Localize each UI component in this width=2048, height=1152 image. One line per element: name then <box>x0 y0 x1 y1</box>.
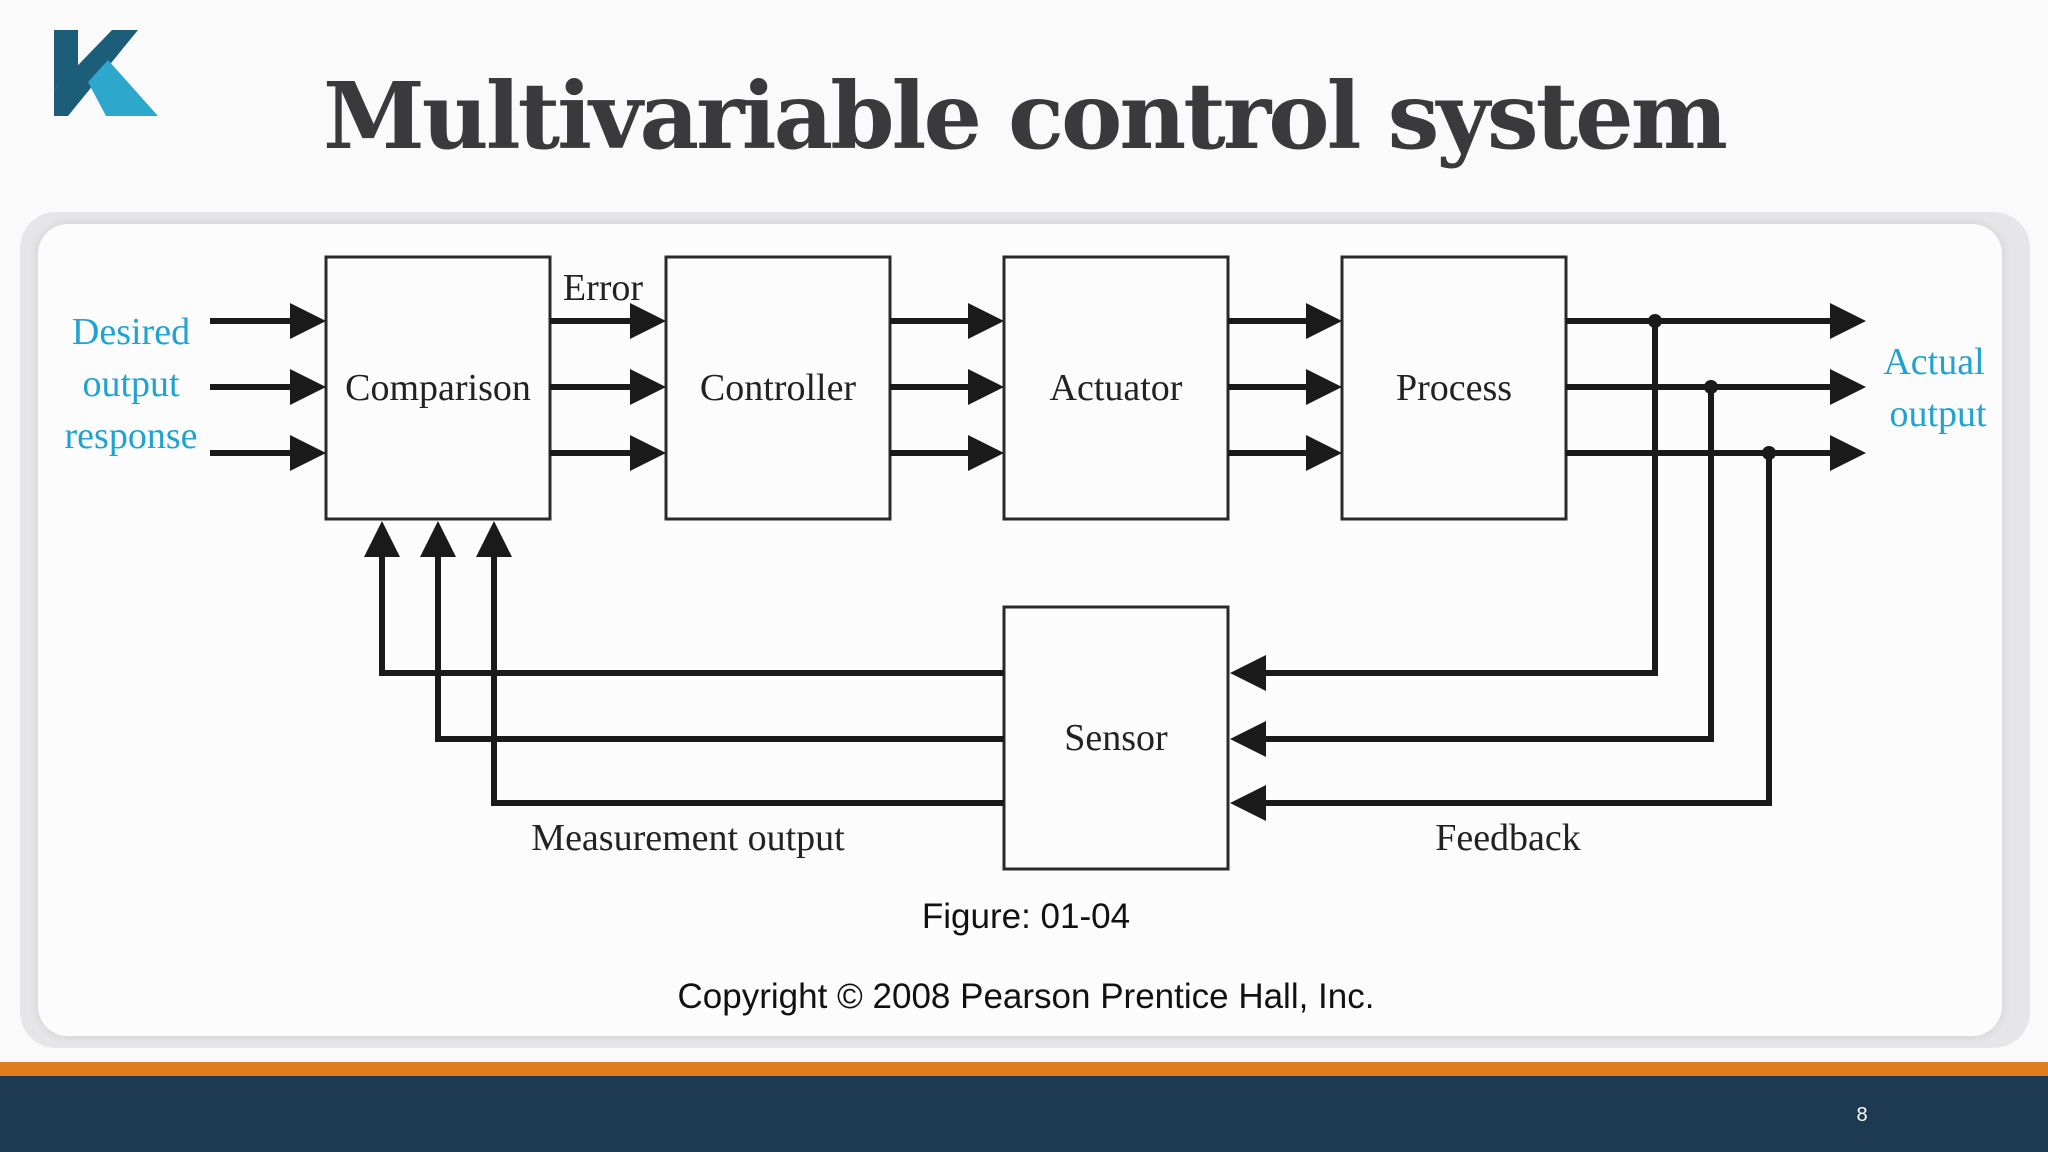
footer-bar <box>0 1076 2048 1152</box>
measurement-path-2 <box>420 521 1004 742</box>
takeoff-point-2 <box>1704 380 1718 394</box>
output-label: Actual output <box>1883 341 1987 435</box>
controller-label: Controller <box>700 367 857 409</box>
k-logo-icon <box>54 30 158 116</box>
feedback-label: Feedback <box>1435 817 1581 859</box>
comparison-label: Comparison <box>345 367 531 409</box>
takeoff-point-1 <box>1648 314 1662 328</box>
process-label: Process <box>1396 367 1512 409</box>
measurement-output-label: Measurement output <box>531 817 845 859</box>
page-number: 8 <box>1856 1104 1868 1126</box>
input-label-line-3: response <box>65 415 198 457</box>
figure-panel <box>38 224 2002 1036</box>
error-label: Error <box>563 267 644 309</box>
copyright-notice: Copyright © 2008 Pearson Prentice Hall, … <box>678 977 1375 1016</box>
accent-bar <box>0 1062 2048 1076</box>
takeoff-point-3 <box>1762 446 1776 460</box>
slide-title: Multivariable control system <box>322 62 1728 170</box>
measurement-path-1 <box>364 521 1004 676</box>
feedback-path-3 <box>1230 453 1772 821</box>
measurement-path-3 <box>476 521 1004 806</box>
input-label-line-2: output <box>82 363 180 405</box>
output-label-line-2: output <box>1889 393 1987 435</box>
sensor-label: Sensor <box>1064 717 1168 759</box>
input-label-line-1: Desired <box>72 311 190 353</box>
figure-caption: Figure: 01-04 <box>922 897 1130 936</box>
output-label-line-1: Actual <box>1883 341 1984 383</box>
feedback-path-1 <box>1230 321 1658 691</box>
actuator-label: Actuator <box>1050 367 1183 409</box>
feedback-path-2 <box>1230 387 1714 757</box>
input-label: Desired output response <box>65 311 198 457</box>
